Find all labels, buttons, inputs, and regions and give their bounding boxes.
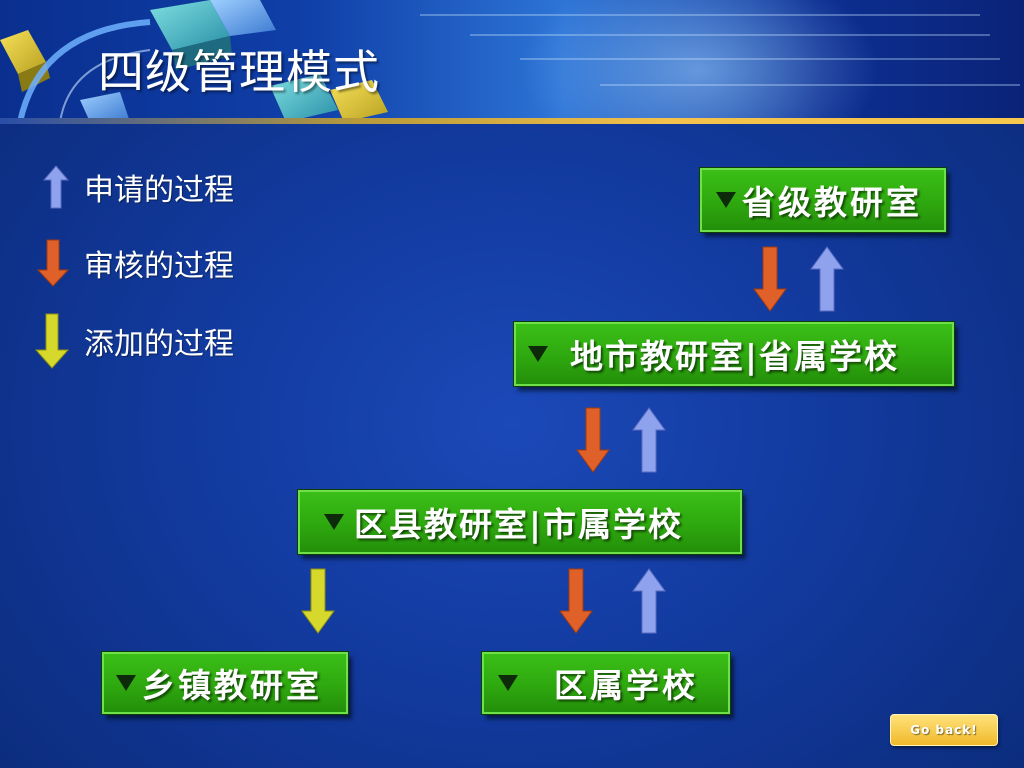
header-streak [520,58,1000,60]
apply-arrow [810,246,844,312]
down-arrow-icon [36,239,70,287]
review-arrow [559,568,593,634]
legend-review: 审核的过程 [36,238,234,288]
header-glow [520,0,880,122]
node-district: 区县教研室|市属学校 [297,489,743,555]
header-banner: 四级管理模式 [0,0,1024,122]
node-city: 地市教研室|省属学校 [513,321,955,387]
node-township: 乡镇教研室 [101,651,349,715]
add-arrow [301,568,335,634]
header-divider [0,118,1024,124]
node-provincial: 省级教研室 [699,167,947,233]
up-arrow-icon [42,165,70,209]
legend-apply: 申请的过程 [42,164,234,210]
triangle-down-icon [498,675,518,691]
review-arrow [576,407,610,473]
legend-add-label: 添加的过程 [84,327,234,362]
header-streak [420,14,980,16]
node-township-label: 乡镇教研室 [142,666,322,705]
page-title: 四级管理模式 [98,45,380,99]
triangle-down-icon [116,675,136,691]
node-district-school-label: 区属学校 [554,666,698,705]
triangle-down-icon [716,192,736,208]
node-district-label: 区县教研室|市属学校 [354,505,684,544]
node-provincial-label: 省级教研室 [742,183,922,222]
legend-add: 添加的过程 [34,312,234,370]
legend-review-label: 审核的过程 [84,249,234,284]
review-arrow [753,246,787,312]
legend-apply-label: 申请的过程 [84,173,234,208]
apply-arrow [632,568,666,634]
node-city-label: 地市教研室|省属学校 [570,337,900,376]
header-streak [470,34,990,36]
triangle-down-icon [324,514,344,530]
header-streak [600,84,1020,86]
apply-arrow [632,407,666,473]
down-arrow-icon [34,313,70,369]
go-back-button[interactable]: Go back! [890,714,998,746]
header-decoration [0,0,388,122]
node-district-school: 区属学校 [481,651,731,715]
triangle-down-icon [528,346,548,362]
